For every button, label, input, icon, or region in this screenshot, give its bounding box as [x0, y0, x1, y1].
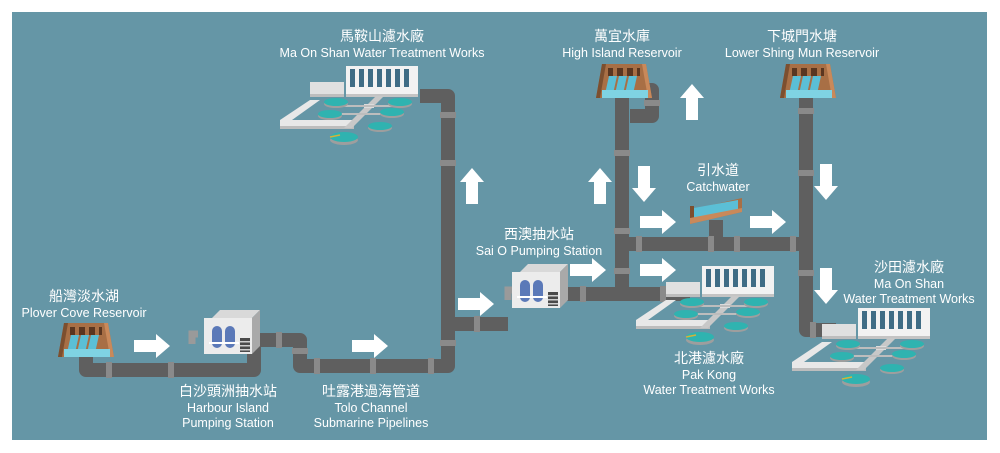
high-island-dam-icon — [596, 64, 652, 98]
pipe-to-ma-on-shan — [420, 89, 455, 324]
flow-arrow-right — [352, 334, 388, 358]
label-high-island: 萬宜水庫 High Island Reservoir — [562, 29, 682, 60]
lower-shing-mun-dam-icon — [780, 64, 836, 98]
flow-arrow-up — [680, 84, 704, 120]
flow-arrow-right — [640, 210, 676, 234]
label-tolo-channel: 吐露港過海管道 Tolo Channel Submarine Pipelines — [313, 384, 429, 430]
plover-cove-dam-icon — [58, 323, 114, 357]
label-ma-on-shan-works: 馬鞍山濾水廠 Ma On Shan Water Treatment Works — [279, 29, 485, 60]
flow-arrow-up — [588, 168, 612, 204]
pak-kong-works-icon — [635, 265, 775, 346]
flow-arrow-down — [814, 164, 838, 200]
flow-arrow-down — [814, 268, 838, 304]
label-lower-shing-mun: 下城門水塘 Lower Shing Mun Reservoir — [724, 29, 880, 60]
harbour-island-pump-icon — [204, 310, 260, 354]
flow-arrow-right — [570, 258, 606, 282]
flow-arrow-right — [134, 334, 170, 358]
flow-arrow-down — [632, 166, 656, 202]
label-sha-tin: 沙田濾水廠 Ma On Shan Water Treatment Works — [843, 260, 975, 306]
ma-on-shan-works-icon — [279, 65, 419, 146]
label-plover-cove: 船灣淡水湖 Plover Cove Reservoir — [21, 289, 147, 320]
label-sai-o: 西澳抽水站 Sai O Pumping Station — [475, 227, 603, 258]
flow-arrow-right — [750, 210, 786, 234]
label-catchwater: 引水道 Catchwater — [686, 163, 750, 194]
label-harbour-island: 白沙頭洲抽水站 Harbour Island Pumping Station — [179, 384, 277, 430]
pipe-joints — [106, 100, 816, 378]
flow-arrow-right — [458, 292, 494, 316]
label-pak-kong: 北港濾水廠 Pak Kong Water Treatment Works — [643, 351, 775, 397]
catchwater-icon — [690, 198, 742, 224]
flow-arrow-right — [640, 258, 676, 282]
pipe-network — [79, 83, 836, 377]
sai-o-pump-icon — [512, 264, 568, 308]
flow-arrow-up — [460, 168, 484, 204]
